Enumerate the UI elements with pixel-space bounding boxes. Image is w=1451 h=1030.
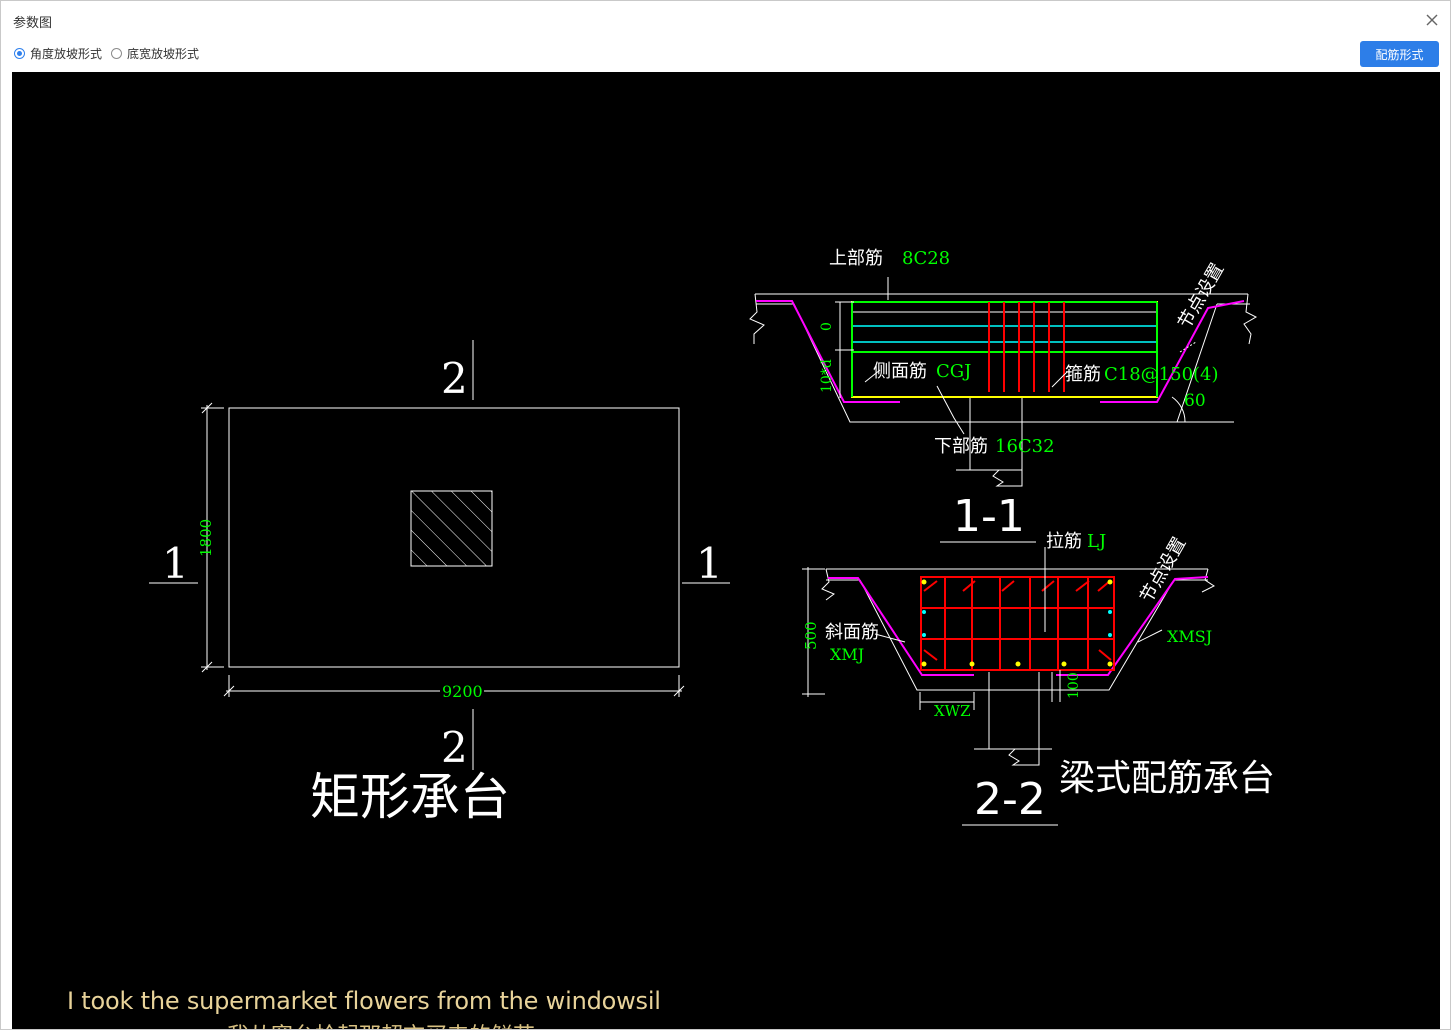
- radio-width-slope-label: 底宽放坡形式: [127, 47, 200, 61]
- tie-label: 拉筋: [1046, 531, 1082, 552]
- radio-width-slope[interactable]: 底宽放坡形式: [111, 45, 199, 62]
- radio-angle-slope-label: 角度放坡形式: [30, 47, 103, 61]
- slope-bar-left-2: [828, 577, 974, 676]
- slope-bar-right-2: [1056, 576, 1209, 676]
- xmsj-value: XMSJ: [1167, 627, 1212, 646]
- slope-bar-right: [1100, 300, 1245, 403]
- dim-zero-value: 0: [819, 322, 835, 331]
- section-1-left-label: 1: [162, 539, 189, 588]
- beam-caption: 梁式配筋承台: [1059, 758, 1275, 799]
- stirrup-value: C18@150(4): [1104, 364, 1219, 385]
- subtitle-chinese: 我从窗台拾起那超市买来的鲜花: [227, 1018, 535, 1029]
- window-title: 参数图: [13, 16, 53, 31]
- stirrup-label: 箍筋: [1065, 364, 1101, 385]
- bottom-bar-value: 16C32: [995, 436, 1055, 457]
- section-2-2-caption: 2-2: [974, 774, 1046, 825]
- section-2-bottom-label: 2: [441, 723, 468, 772]
- dim-10d-value: 10*d: [819, 359, 835, 393]
- radio-checked-icon: [14, 48, 25, 59]
- plan-caption: 矩形承台: [310, 768, 510, 826]
- slope-bar-left: [756, 300, 900, 403]
- dim-500-value: 500: [802, 621, 820, 650]
- cad-drawing: 2 2 1 1 1800 9: [149, 248, 1275, 826]
- dim-100-value: 100: [1066, 672, 1082, 699]
- top-bar-label: 上部筋: [829, 248, 883, 269]
- tie-value: LJ: [1087, 531, 1106, 552]
- column-hatch: [410, 490, 493, 567]
- title-bar: 参数图: [1, 1, 1450, 39]
- section-1-right-label: 1: [696, 539, 723, 588]
- radio-unchecked-icon: [111, 48, 122, 59]
- dim-height-value: 1800: [197, 519, 215, 557]
- bottom-bar-label: 下部筋: [934, 436, 988, 457]
- section-2-top-label: 2: [441, 354, 468, 403]
- stirrup-lines: [988, 302, 1065, 392]
- reinforcement-form-button[interactable]: 配筋形式: [1360, 41, 1439, 67]
- xwz-value: XWZ: [934, 702, 971, 720]
- subtitle-english: I took the supermarket flowers from the …: [67, 987, 661, 1015]
- section-2-2: 500 100 XWZ 拉筋 LJ 斜面筋 XMJ XMSJ 节点设置 2-2 …: [802, 531, 1275, 826]
- plan-view: 2 2 1 1 1800 9: [149, 340, 730, 826]
- close-icon[interactable]: [1421, 9, 1443, 31]
- dim-width-value: 9200: [442, 682, 483, 701]
- radio-angle-slope[interactable]: 角度放坡形式: [14, 45, 102, 62]
- slope-bar-label: 斜面筋: [825, 622, 879, 643]
- angle-value: 60: [1184, 391, 1206, 411]
- cap-outline: [228, 407, 680, 668]
- top-bar-value: 8C28: [902, 248, 950, 269]
- rebar-cage: [920, 576, 1115, 671]
- section-1-1-caption: 1-1: [953, 491, 1025, 542]
- section-1-1: 60 0 10*d 上部筋 8C28 侧面筋 CGJ 箍筋 C18@150(4): [749, 248, 1258, 543]
- slope-bar-value: XMJ: [830, 645, 864, 664]
- toolbar: 角度放坡形式 底宽放坡形式 配筋形式: [1, 39, 1450, 71]
- drawing-canvas[interactable]: 2 2 1 1 1800 9: [12, 72, 1440, 1029]
- side-bar-label: 侧面筋: [873, 361, 927, 382]
- rebar-dots: [921, 579, 1113, 667]
- side-bar-value: CGJ: [936, 361, 971, 382]
